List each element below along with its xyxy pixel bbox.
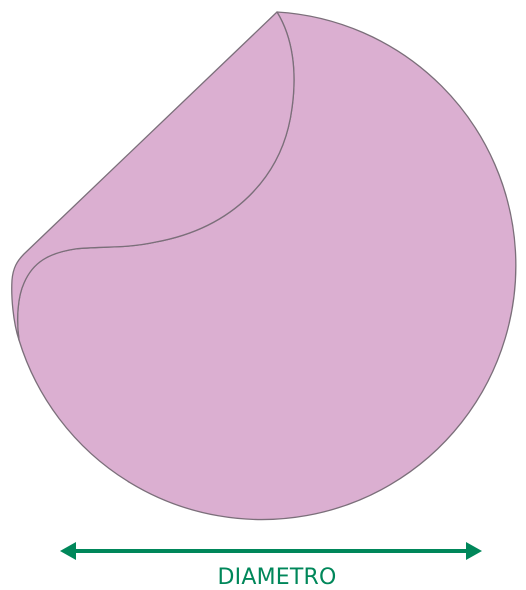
arrow-head-right — [466, 542, 482, 560]
double-headed-arrow-icon — [60, 542, 482, 560]
arrow-head-left — [60, 542, 76, 560]
diameter-label: DIAMETRO — [14, 566, 526, 590]
